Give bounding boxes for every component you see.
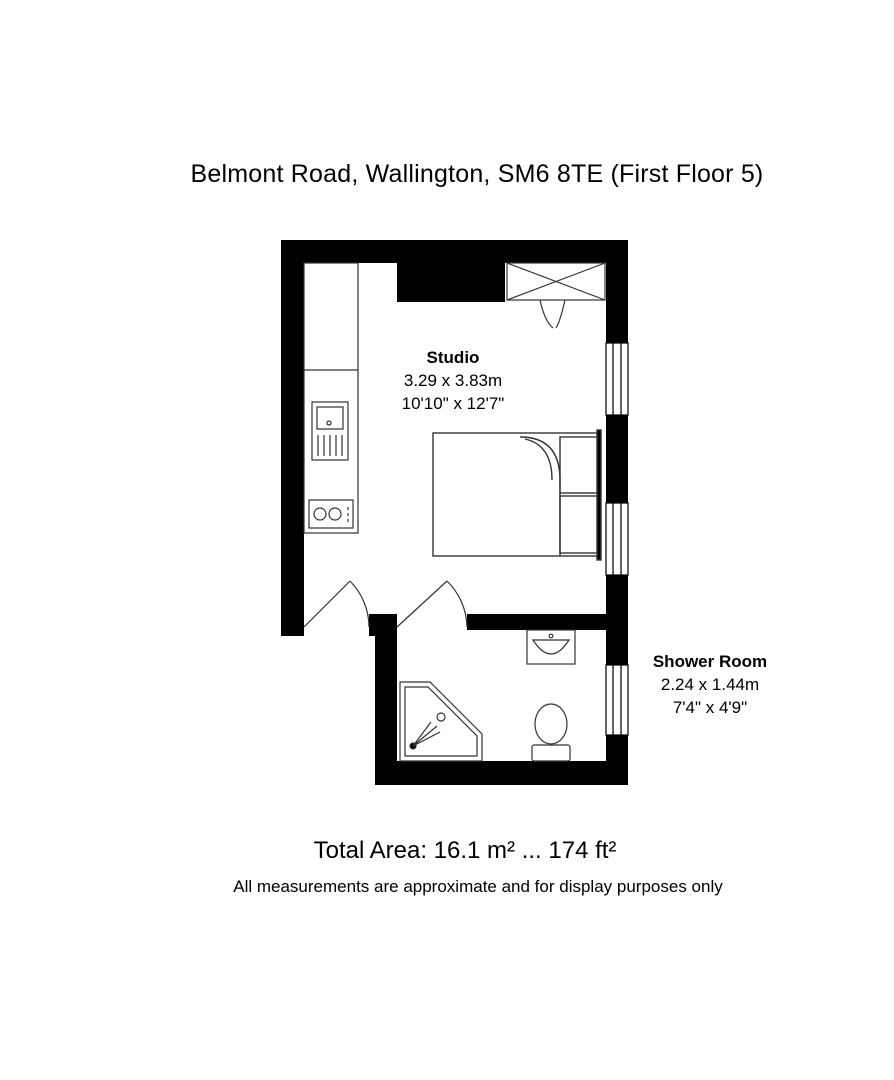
walls — [281, 240, 628, 785]
wall-top — [281, 240, 628, 263]
window-icon — [605, 342, 629, 416]
sink-icon — [311, 401, 349, 461]
room-dimension-metric: 2.24 x 1.44m — [660, 675, 760, 694]
room-dimension-metric: 3.29 x 3.83m — [403, 371, 503, 390]
room-name: Studio — [426, 348, 480, 367]
basin-icon — [526, 629, 576, 665]
windows — [605, 342, 629, 736]
wall-partition — [467, 614, 608, 630]
room-name: Shower Room — [652, 652, 768, 671]
wall-left — [281, 240, 304, 636]
kitchen-counter-icon — [303, 262, 359, 534]
wall-shower-left — [375, 614, 397, 785]
page-title: Belmont Road, Wallington, SM6 8TE (First… — [190, 160, 764, 188]
room-label-studio: Studio 3.29 x 3.83m 10'10" x 12'7" — [380, 346, 526, 415]
toilet-icon — [531, 703, 571, 762]
bed-icon — [432, 429, 602, 561]
window-icon — [605, 502, 629, 576]
door-icon — [303, 580, 370, 628]
disclaimer: All measurements are approximate and for… — [233, 877, 723, 896]
chimney-breast — [397, 262, 505, 302]
total-area: Total Area: 16.1 m² ... 174 ft² — [313, 837, 617, 864]
window-icon — [605, 664, 629, 736]
wall-bottom — [375, 761, 628, 785]
room-label-shower-room: Shower Room 2.24 x 1.44m 7'4" x 4'9" — [636, 650, 784, 719]
room-dimension-imperial: 7'4" x 4'9" — [672, 698, 748, 717]
room-dimension-imperial: 10'10" x 12'7" — [401, 394, 505, 413]
wardrobe-icon — [506, 262, 606, 329]
door-icon — [396, 580, 468, 628]
shower-tray-icon — [399, 681, 483, 762]
hob-icon — [308, 499, 354, 529]
